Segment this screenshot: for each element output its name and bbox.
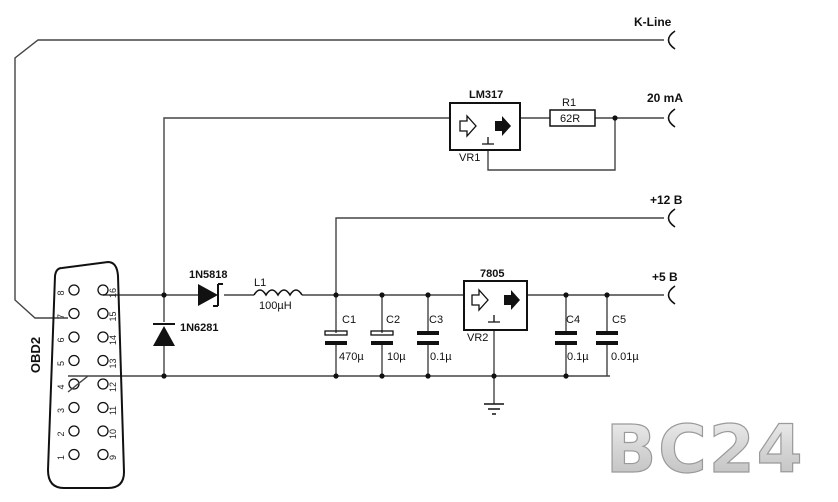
svg-text:C5: C5 <box>612 314 626 326</box>
svg-text:R1: R1 <box>562 97 576 109</box>
svg-text:C3: C3 <box>429 314 443 326</box>
pin-hole-12 <box>97 378 109 390</box>
pin-number: 16 <box>108 288 118 298</box>
svg-text:+5 B: +5 B <box>652 270 678 284</box>
pin-number: 15 <box>108 311 118 321</box>
pin-number: 1 <box>56 455 66 460</box>
terminal-5v[interactable]: +5 B <box>652 270 678 305</box>
pin-hole-5 <box>68 354 80 367</box>
svg-text:1N6281: 1N6281 <box>180 322 219 334</box>
wire-adj <box>487 118 616 171</box>
svg-text:470µ: 470µ <box>339 351 364 363</box>
capacitor-c5: C5 0.01µ <box>596 314 639 363</box>
terminal-20ma[interactable]: 20 mA <box>647 91 683 128</box>
diode-d2: 1N6281 <box>153 322 219 346</box>
inductor-l1: L1 100µH <box>253 277 303 312</box>
pin-number: 8 <box>56 290 66 295</box>
pin-hole-1 <box>68 448 80 461</box>
svg-text:VR2: VR2 <box>467 332 488 344</box>
pin-number: 12 <box>108 382 118 392</box>
pin-number: 2 <box>56 431 66 436</box>
svg-text:10µ: 10µ <box>387 351 406 363</box>
svg-text:100µH: 100µH <box>259 300 292 312</box>
watermark-logo: BC24 <box>605 410 805 488</box>
pin-hole-15 <box>97 307 109 320</box>
svg-text:L1: L1 <box>254 277 266 289</box>
svg-text:K-Line: K-Line <box>634 15 672 29</box>
pin-hole-3 <box>68 401 80 414</box>
pin-hole-16 <box>97 284 109 296</box>
wire-to-lm317 <box>163 117 450 295</box>
connector-pins: 8 7 6 5 4 3 2 1 16 15 14 13 12 11 10 9 <box>56 284 118 461</box>
pin-hole-8 <box>68 284 80 296</box>
svg-text:C2: C2 <box>386 314 400 326</box>
pin-number: 10 <box>108 429 118 439</box>
pin-number: 14 <box>108 335 118 345</box>
junctions <box>161 115 618 379</box>
pin-number: 3 <box>56 408 66 413</box>
terminal-kline[interactable]: K-Line <box>634 15 676 50</box>
svg-text:7805: 7805 <box>480 268 504 280</box>
pin-hole-14 <box>97 331 109 343</box>
pin-hole-7 <box>68 307 80 320</box>
output-arrow-icon <box>504 290 520 310</box>
output-arrow-icon <box>495 116 511 136</box>
pin-hole-2 <box>68 425 80 437</box>
input-arrow-icon <box>471 288 489 312</box>
pin-hole-6 <box>68 331 80 343</box>
capacitor-c1: C1 470µ <box>324 314 364 363</box>
pin-hole-10 <box>97 425 109 437</box>
capacitor-c4: C4 0.1µ <box>555 314 589 363</box>
wire-pin4 <box>67 375 89 393</box>
pin-number: 6 <box>56 337 66 342</box>
regulator-vr2: 7805 VR2 <box>463 268 528 344</box>
capacitor-c2: C2 10µ <box>370 314 406 363</box>
pin-number: 13 <box>108 358 118 368</box>
svg-text:20 mA: 20 mA <box>647 91 683 105</box>
svg-text:62R: 62R <box>560 113 580 125</box>
svg-text:0.1µ: 0.1µ <box>567 351 589 363</box>
input-arrow-icon <box>459 114 477 138</box>
wire-kline <box>14 39 664 319</box>
svg-text:VR1: VR1 <box>459 152 480 164</box>
pin-number: 7 <box>56 314 66 319</box>
pin-hole-9 <box>97 448 109 461</box>
svg-text:0.1µ: 0.1µ <box>430 351 452 363</box>
svg-text:C4: C4 <box>566 314 580 326</box>
svg-text:1N5818: 1N5818 <box>189 269 228 281</box>
pin-number: 5 <box>56 361 66 366</box>
wire-12v <box>335 217 664 295</box>
pin-number: 11 <box>108 406 118 415</box>
pin-hole-13 <box>97 354 109 367</box>
svg-text:LM317: LM317 <box>469 89 503 101</box>
svg-text:OBD2: OBD2 <box>28 337 43 373</box>
svg-text:+12 B: +12 B <box>650 193 683 207</box>
diode-d1: 1N5818 <box>189 269 228 307</box>
wires <box>14 39 664 404</box>
regulator-vr1: LM317 VR1 <box>449 89 521 164</box>
pin-number: 4 <box>56 384 66 389</box>
svg-text:BC24: BC24 <box>606 411 805 488</box>
terminal-12v[interactable]: +12 B <box>650 193 683 228</box>
svg-text:0.01µ: 0.01µ <box>611 351 639 363</box>
resistor-r1: R1 62R <box>549 97 596 127</box>
svg-text:C1: C1 <box>342 314 356 326</box>
pin-number: 9 <box>108 455 118 460</box>
ground-icon <box>484 403 504 415</box>
obd2-connector[interactable]: 8 7 6 5 4 3 2 1 16 15 14 13 12 11 10 9 OBD2 <box>28 260 126 489</box>
capacitor-c3: C3 0.1µ <box>417 314 452 363</box>
pin-hole-11 <box>97 401 109 414</box>
